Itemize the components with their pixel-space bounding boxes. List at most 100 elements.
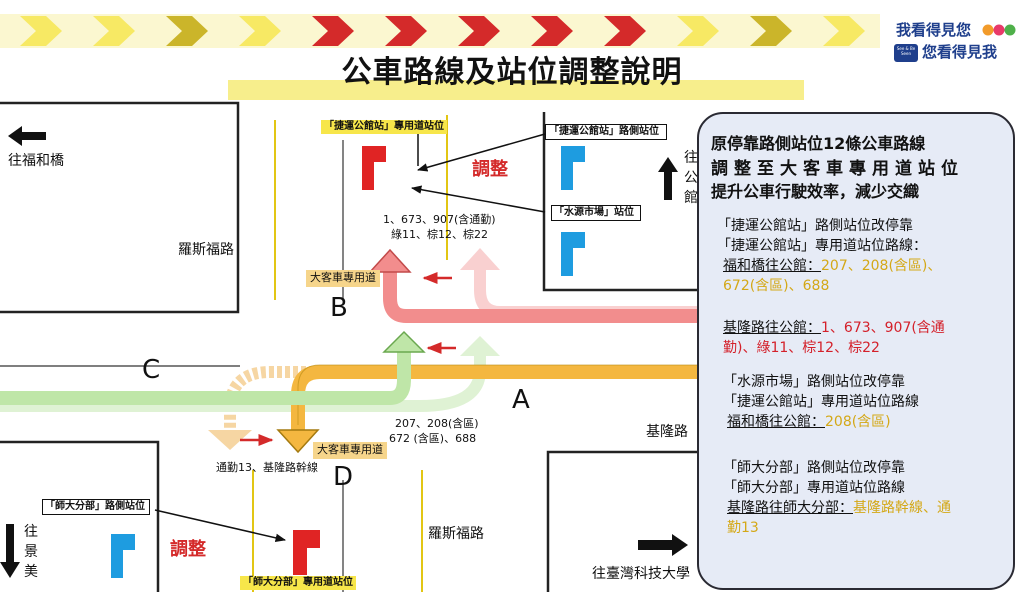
- routes-north-line1: 1、673、907(含通勤): [383, 213, 496, 226]
- route-ghost-orange-head: [208, 430, 252, 450]
- lane-lines: [252, 115, 448, 592]
- label-c: C: [142, 355, 161, 385]
- label-b: B: [330, 293, 348, 323]
- red-flag-icon-top: [362, 146, 386, 190]
- route-b-arrowhead: [368, 248, 412, 273]
- chevron-mark: [677, 16, 719, 46]
- blue-flag-icon-side: [561, 146, 585, 190]
- logo-badge-text: See & Be Seen: [896, 46, 916, 56]
- block-northeast: [542, 112, 697, 292]
- panel-heading-3: 提升公車行駛效率，減少交織: [711, 182, 920, 201]
- route-ghost-green-head: [460, 336, 500, 356]
- bus-lane-label-bottom: 大客車專用道: [313, 442, 387, 459]
- stop-shida-side-label: 「師大分部」路側站位: [45, 501, 145, 512]
- routes-mid-line1: 207、208(含區): [395, 417, 479, 430]
- s4-line3: 基隆路往師大分部：基隆路幹線、通: [727, 500, 951, 517]
- s4-line3-prefix: 基隆路往師大分部：: [727, 500, 853, 516]
- direction-north-1: 往: [684, 150, 698, 166]
- route-a-arrowhead: [276, 429, 320, 454]
- stop-gongguan-side-label: 「捷運公館站」路側站位: [549, 126, 659, 137]
- direction-south-3: 美: [24, 564, 38, 580]
- s4-line1: 「師大分部」路側站位改停靠: [723, 460, 905, 476]
- page-title: 公車路線及站位調整說明: [341, 55, 683, 90]
- chevron-mark: [750, 16, 792, 46]
- logo-badge: [894, 44, 918, 62]
- chevron-mark: [93, 16, 135, 46]
- label-d: D: [333, 462, 354, 492]
- chevron-mark: [239, 16, 281, 46]
- route-c-arrowhead: [382, 330, 426, 353]
- stop-gongguan-side-box: [545, 124, 667, 140]
- label-a: A: [512, 385, 530, 415]
- s1-line3: 福和橋往公館：207、208(含區)、: [723, 258, 941, 275]
- chevron-mark: [823, 16, 865, 46]
- logo: 我看得見您 See & Be Seen 您看得見我: [890, 18, 1020, 66]
- chevron-mark: [385, 16, 427, 46]
- center-lines: [0, 140, 344, 592]
- s4-line2: 「師大分部」專用道站位路線: [723, 480, 905, 496]
- route-b-pink: [383, 270, 697, 323]
- road-roosevelt-bottom: 羅斯福路: [428, 526, 484, 542]
- panel-heading-1: 原停靠路側站位12條公車路線: [711, 134, 926, 153]
- s1-line2: 「捷運公館站」專用道站位路線：: [717, 238, 927, 254]
- red-flag-icon-bottom: [293, 530, 320, 575]
- arrow-south-icon: [0, 524, 20, 578]
- bus-lane-label-top: 大客車專用道: [306, 270, 380, 287]
- s3-line3-routes: 208(含區): [825, 414, 891, 430]
- stop-gongguan-lane-label: 「捷運公館站」專用道站位: [321, 120, 447, 134]
- s3-line3-prefix: 福和橋往公館：: [727, 414, 825, 430]
- logo-line2: 您看得見我: [922, 43, 998, 61]
- direction-north-2: 公: [684, 170, 698, 186]
- direction-east: 往臺灣科技大學: [592, 566, 690, 582]
- blue-flag-icon-shida: [111, 534, 135, 578]
- road-keelung: 基隆路: [646, 424, 688, 440]
- s3-line3: 福和橋往公館：208(含區): [727, 414, 891, 431]
- arrow-east-icon: [638, 534, 688, 556]
- s2-line2: 勤)、綠11、棕12、棕22: [723, 340, 880, 356]
- routes-mid-line2: 672 (含區)、688: [389, 432, 477, 445]
- chevron-mark: [312, 16, 354, 46]
- s1-line1: 「捷運公館站」路側站位改停靠: [717, 218, 913, 234]
- stop-shida-side-box: [42, 499, 150, 515]
- logo-eyes-icon: [982, 22, 1016, 38]
- chevron-mark: [20, 16, 62, 46]
- chevron-mark: [166, 16, 208, 46]
- route-c-green: [0, 350, 411, 405]
- direction-south-2: 景: [24, 544, 38, 560]
- s4-line3-routes: 基隆路幹線、通: [853, 500, 951, 516]
- stop-shida-lane-label: 「師大分部」專用道站位: [240, 576, 356, 590]
- adjust-label-bottom: 調整: [170, 539, 206, 560]
- routes-south: 通勤13、基隆路幹線: [216, 461, 318, 474]
- direction-north-3: 館: [684, 190, 698, 206]
- s2-line1: 基隆路往公館：1、673、907(含通: [723, 320, 945, 337]
- s2-line1-prefix: 基隆路往公館：: [723, 320, 821, 336]
- stop-shuiyuan-label: 「水源市場」站位: [554, 207, 634, 218]
- logo-line1: 我看得見您: [896, 21, 972, 39]
- route-ghost-pink-head: [460, 248, 500, 270]
- title-bar: [228, 80, 804, 100]
- chevron-mark: [531, 16, 573, 46]
- arrow-north-icon: [658, 157, 678, 200]
- direction-south-1: 往: [24, 524, 38, 540]
- block-southwest: [0, 440, 160, 592]
- routes-north-line2: 綠11、棕12、棕22: [391, 228, 488, 241]
- road-outlines: [0, 101, 697, 592]
- chevron-mark: [458, 16, 500, 46]
- block-southeast: [546, 450, 697, 592]
- chevron-mark: [604, 16, 646, 46]
- chevron-banner: [0, 14, 880, 48]
- info-panel: 原停靠路側站位12條公車路線 調整至大客車專用道站位 提升公車行駛效率，減少交織…: [697, 112, 1015, 590]
- arrow-west-icon: [8, 126, 46, 146]
- s3-line1: 「水源市場」路側站位改停靠: [723, 374, 905, 390]
- stop-shuiyuan-box: [551, 205, 641, 221]
- road-roosevelt-top: 羅斯福路: [178, 242, 234, 258]
- s3-line2: 「捷運公館站」專用道站位路線: [723, 394, 919, 410]
- panel-heading-2: 調整至大客車專用道站位: [711, 159, 964, 179]
- blue-flag-icon-shuiyuan: [561, 232, 585, 276]
- s1-line4: 672(含區)、688: [723, 278, 830, 294]
- block-northwest: [0, 101, 240, 314]
- s1-line3-prefix: 福和橋往公館：: [723, 258, 821, 274]
- s1-line3-routes: 207、208(含區)、: [821, 258, 942, 274]
- adjust-label-top: 調整: [472, 159, 508, 180]
